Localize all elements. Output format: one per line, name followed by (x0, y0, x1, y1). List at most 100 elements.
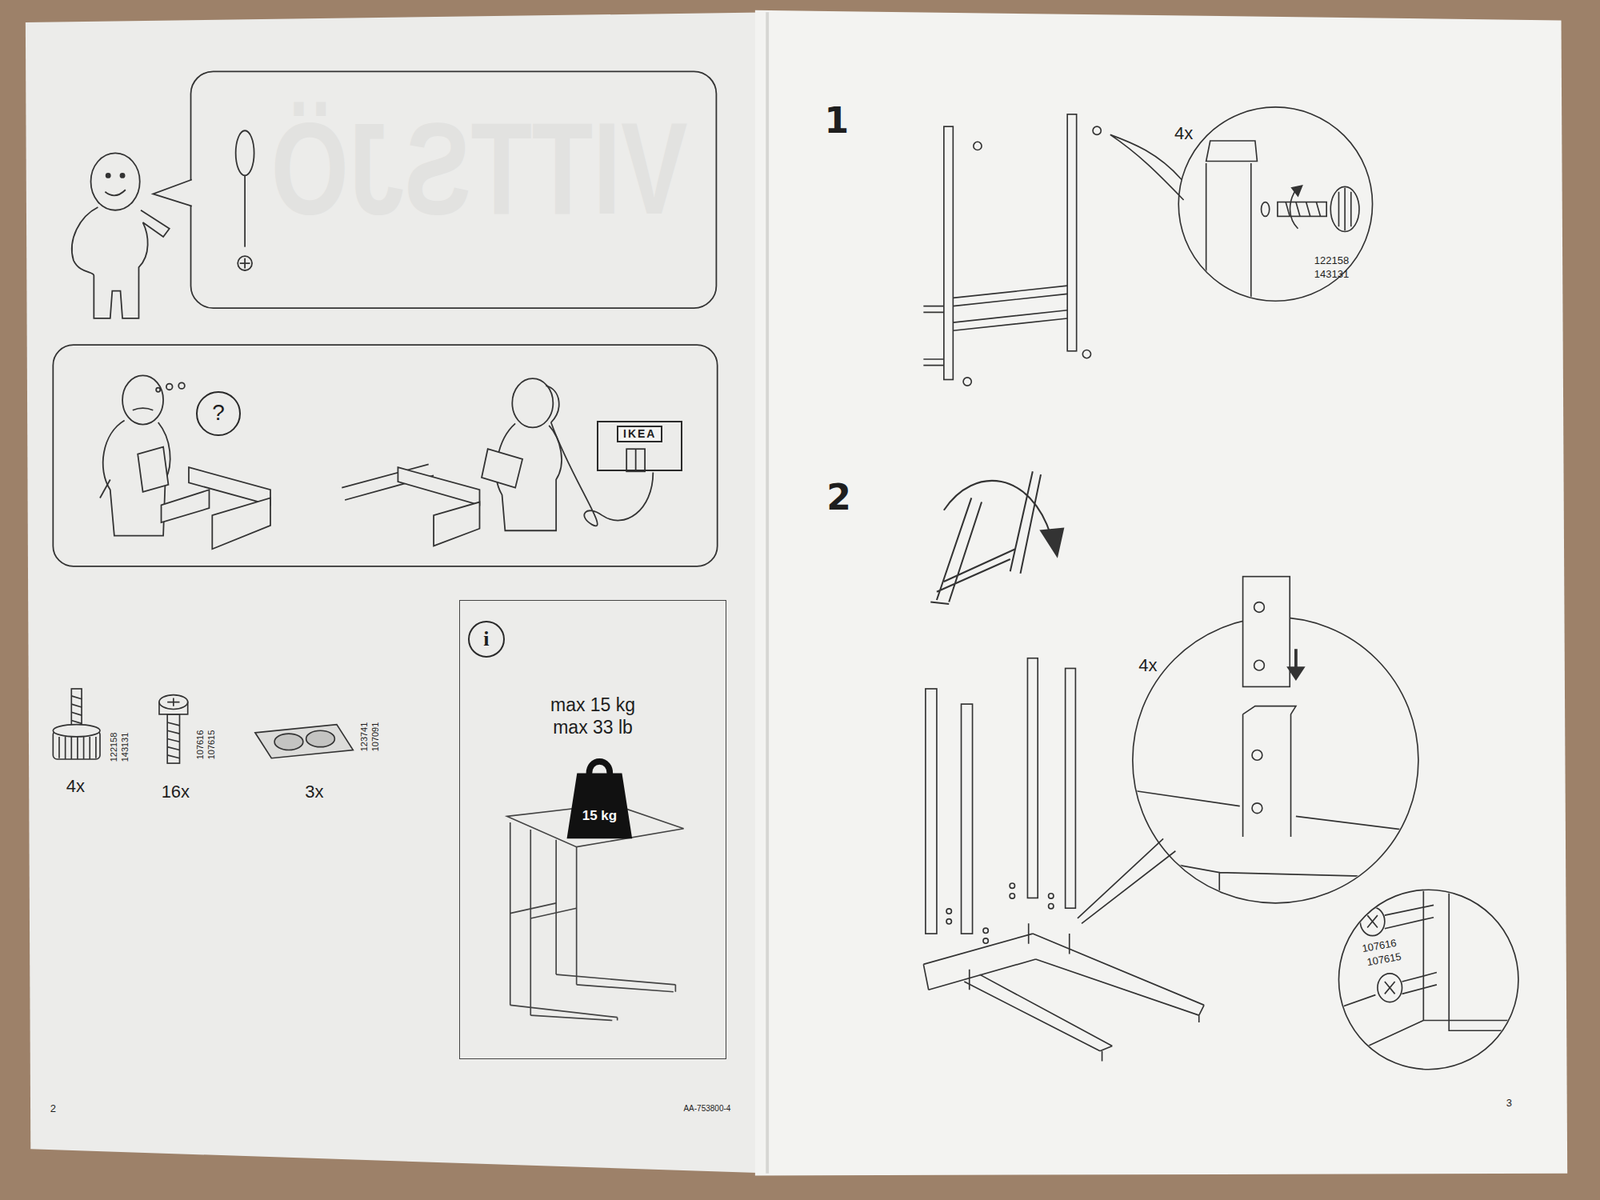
part-number: 107616 (196, 730, 205, 760)
callout-detail (1077, 838, 1176, 924)
person-figure (545, 385, 559, 423)
person-figure (103, 420, 171, 536)
screwdriver-icon (236, 130, 255, 176)
person-figure (100, 479, 111, 498)
frame-drawing (946, 919, 952, 924)
board-parts (161, 489, 210, 523)
callout-detail (1206, 163, 1252, 307)
glide-pad-part (306, 730, 336, 747)
frame-drawing (925, 688, 937, 934)
step-number: 1 (824, 103, 850, 139)
callout-detail (1318, 989, 1337, 1000)
knob-bolt-part (59, 736, 96, 760)
person-figure (156, 388, 160, 392)
part-number: 143131 (1314, 268, 1349, 279)
callout-detail (1134, 706, 1419, 899)
store-name: IKEA (616, 425, 663, 443)
callout-detail (1338, 889, 1518, 1069)
part-number: 107615 (1365, 951, 1402, 968)
quantity: 3x (304, 783, 324, 801)
board-parts (433, 502, 480, 547)
frame-drawing (1065, 668, 1076, 908)
frame-drawing (923, 114, 1101, 386)
callout-detail (1254, 660, 1265, 671)
callout-detail (1206, 140, 1258, 162)
callout-detail (1318, 877, 1531, 1070)
screwdriver-icon (237, 256, 252, 271)
speech-panel (152, 71, 716, 308)
callout-detail (1243, 706, 1296, 837)
part-number: 122158 (108, 732, 118, 762)
glide-pad-part (274, 733, 304, 750)
callout-detail (1292, 185, 1303, 196)
step-number: 2 (826, 480, 852, 516)
frame-drawing (1067, 114, 1076, 352)
part-number: 107091 (371, 722, 380, 752)
frame-drawing (1009, 883, 1015, 888)
board-parts (212, 497, 271, 549)
frame-drawing (946, 908, 952, 914)
speech-panel (152, 179, 192, 206)
part-number: 123741 (360, 722, 369, 752)
person-figure (72, 152, 170, 319)
callout-detail (1290, 189, 1299, 228)
rotate-arrow (1040, 528, 1064, 556)
frame-drawing (923, 306, 944, 366)
callout-detail (1252, 803, 1263, 814)
callout-detail (1320, 996, 1333, 1025)
callout-detail (1277, 202, 1327, 217)
screw-part (159, 695, 188, 764)
knob-bolt-part (52, 688, 100, 760)
frame-drawing (1009, 893, 1015, 899)
info-icon: i (468, 620, 505, 658)
callout-detail (1206, 140, 1360, 307)
weight-symbol: 15 kg (564, 752, 635, 841)
rotate-arrow (930, 471, 1064, 604)
rotate-arrow (944, 480, 1052, 536)
frame-drawing (983, 928, 988, 933)
callout-detail (1252, 750, 1263, 761)
frame-drawing (961, 704, 973, 934)
store-door (626, 448, 645, 472)
screw-part (167, 714, 180, 764)
rotate-arrow (930, 471, 1041, 604)
weight-shape (564, 752, 635, 841)
weight-body (567, 772, 633, 839)
callout-detail (1356, 877, 1531, 1052)
person-figure (104, 189, 126, 196)
frame-drawing (973, 141, 982, 150)
callout-detail (1254, 602, 1265, 613)
person-figure (72, 207, 170, 319)
part-number: 122158 (1314, 255, 1349, 266)
symbol-text: ? (212, 400, 225, 426)
symbol-text: i (483, 628, 489, 652)
watermark: VITTSJÖ (271, 103, 688, 234)
person-figure (106, 173, 111, 178)
frame-drawing (1048, 893, 1054, 899)
screw-part (167, 722, 180, 759)
callout-detail (1384, 904, 1434, 928)
person-figure (122, 375, 164, 424)
speech-panel (152, 179, 193, 206)
callout-detail (1318, 877, 1531, 1052)
callout-detail (1367, 915, 1378, 928)
frame-drawing (1082, 350, 1091, 359)
callout-detail (1377, 973, 1403, 1003)
frame-drawing (983, 938, 988, 944)
callout-detail (1077, 576, 1419, 924)
booklet-page (755, 10, 1568, 1176)
frame-drawing (969, 923, 1200, 1061)
weight-text: 15 kg (582, 808, 617, 824)
side-table-drawing (510, 974, 676, 1020)
knob-bolt-part (52, 724, 100, 737)
screw-part (167, 697, 180, 706)
side-table-drawing (510, 822, 577, 1016)
callout-detail (1110, 107, 1373, 307)
page-number: 2 (50, 1103, 56, 1114)
callout-detail (1288, 667, 1304, 680)
page-number: 3 (1506, 1096, 1512, 1108)
person-figure (481, 378, 653, 531)
